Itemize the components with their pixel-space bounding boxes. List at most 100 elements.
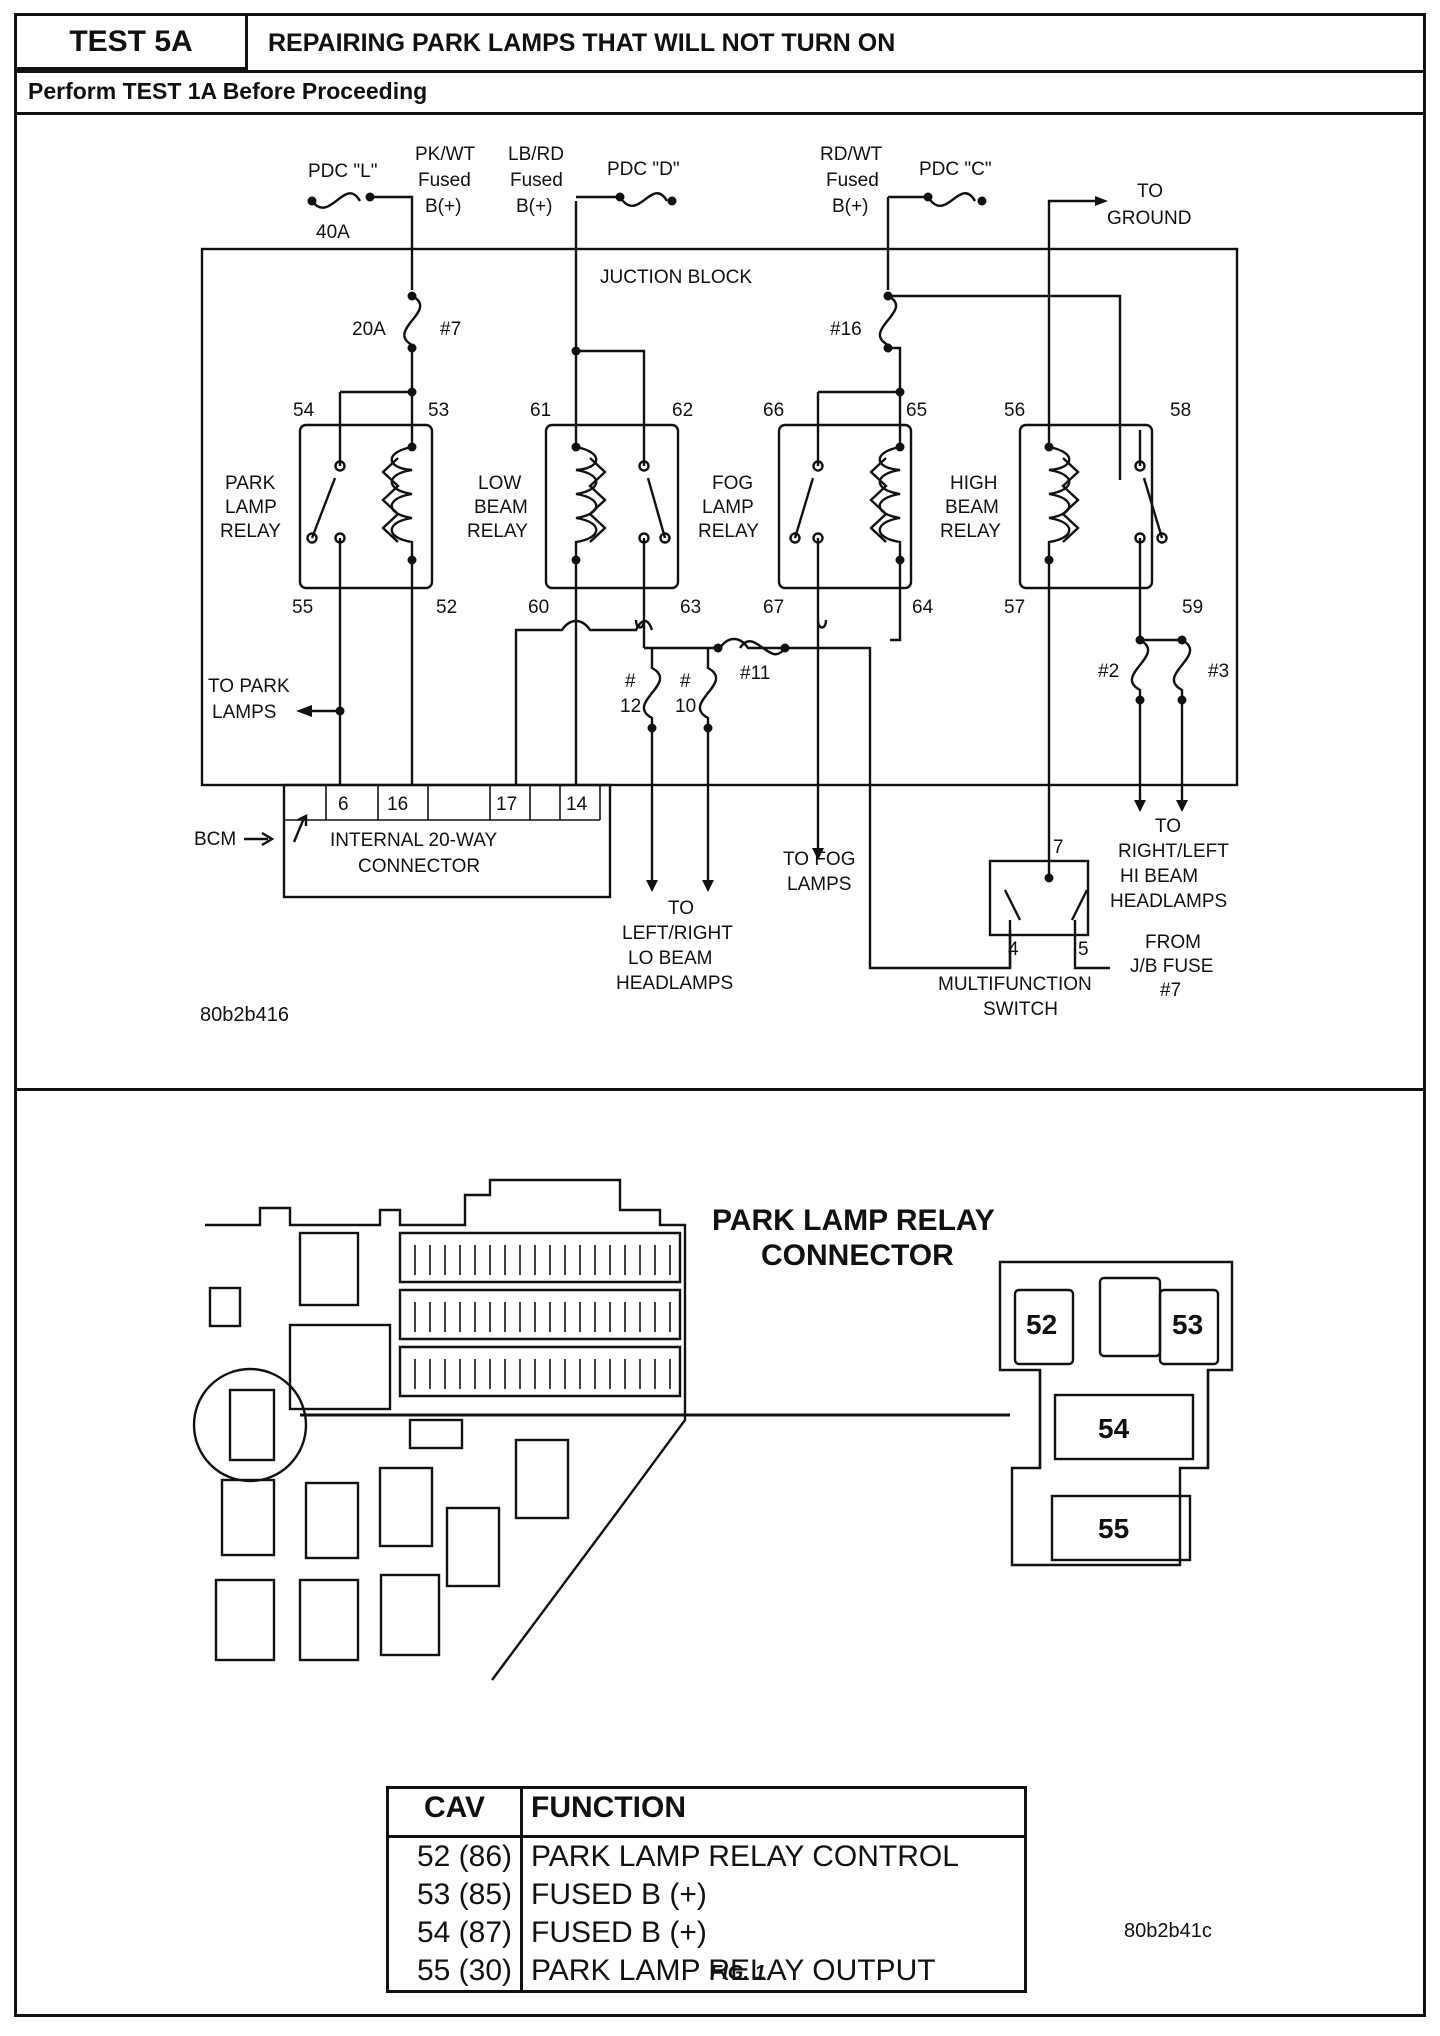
lb-rd-label: LB/RD [508, 144, 564, 165]
park-relay-label-3: RELAY [220, 521, 281, 542]
fuse-20a-label: 20A [352, 319, 386, 340]
connector-title-2: CONNECTOR [761, 1239, 954, 1272]
park-relay-contact-top [334, 460, 346, 472]
pk-wt-fused: Fused [418, 170, 471, 191]
fuse-10-terminal [703, 723, 713, 733]
park-relay-top-wires [338, 390, 414, 466]
pk-wt-wire [370, 195, 414, 290]
fog-relay-switch-pivot [789, 532, 801, 544]
connector-image-id: 80b2b41c [1124, 1920, 1212, 1942]
function-header: FUNCTION [521, 1787, 1026, 1838]
fuse-row-2-icon [414, 1302, 671, 1332]
pdc-l-label: PDC "L" [308, 161, 377, 182]
from-fuse-2: J/B FUSE [1130, 956, 1213, 977]
park-lamps-arrow-icon [296, 705, 312, 717]
low-relay-coil-top [571, 442, 581, 452]
switch-pin-7: 7 [1053, 837, 1064, 858]
table-row: 52 (86) PARK LAMP RELAY CONTROL [387, 1836, 1026, 1876]
ground-wire [1047, 199, 1095, 300]
fog-relay-label-1: FOG [712, 473, 753, 494]
relay-socket-icon [379, 1573, 441, 1657]
rd-wt-bplus: B(+) [832, 196, 868, 217]
high-relay-switch-pivot [1156, 532, 1168, 544]
hi-beam-arrow-icon [1134, 800, 1146, 812]
schematic-image-id: 80b2b416 [200, 1004, 289, 1026]
bcm-connector-label-1: INTERNAL 20-WAY [330, 830, 497, 851]
lo-beam-dest-4: HEADLAMPS [616, 973, 733, 994]
switch-label-1: MULTIFUNCTION [938, 974, 1092, 995]
pin-56: 56 [1004, 400, 1025, 421]
fog-relay-label-3: RELAY [698, 521, 759, 542]
pin-60: 60 [528, 597, 549, 618]
high-relay-coil-icon [1047, 445, 1071, 560]
park-relay-label-2: LAMP [225, 497, 277, 518]
to-ground-to: TO [1137, 181, 1163, 202]
hi-beam-arrow-icon-2 [1176, 800, 1188, 812]
cavity-54 [1053, 1393, 1195, 1461]
relay-socket-icon [514, 1438, 570, 1520]
fog-arrow-icon [812, 848, 824, 860]
relay-socket-icon [298, 1578, 360, 1662]
low-beam-relay-box [544, 423, 680, 590]
cavity-53 [1158, 1288, 1220, 1366]
lo-beam-arrow-icon [646, 880, 658, 892]
pin-67: 67 [763, 597, 784, 618]
hi-beam-dest-4: HEADLAMPS [1110, 891, 1227, 912]
table-row: 53 (85) FUSED B (+) [387, 1876, 1026, 1914]
bcm-connector-box [282, 783, 612, 899]
park-relay-label-1: PARK [225, 473, 276, 494]
fuse-12-label-a: # [625, 671, 636, 692]
from-fuse-1: FROM [1145, 932, 1201, 953]
low-relay-contact-top [638, 460, 650, 472]
relay-socket-icon [304, 1481, 360, 1560]
fuse-12-label-b: 12 [620, 696, 641, 717]
pin-57: 57 [1004, 597, 1025, 618]
function-cell: FUSED B (+) [531, 1878, 707, 1911]
to-ground-label: GROUND [1107, 208, 1191, 229]
pin-64: 64 [912, 597, 934, 618]
ground-arrow-icon [1095, 196, 1108, 206]
bcm-connector-label-2: CONNECTOR [358, 856, 480, 877]
low-relay-resistor-icon [588, 457, 607, 543]
rd-wt-label: RD/WT [820, 144, 883, 165]
test-id: TEST 5A [17, 16, 248, 70]
fog-dest-1: TO FOG [783, 849, 855, 870]
park-relay-switch-pivot [306, 532, 318, 544]
pin-66: 66 [763, 400, 784, 421]
junction-block-outline [200, 247, 1239, 787]
relay-socket-icon [378, 1466, 434, 1548]
fuse-10-label-a: # [680, 671, 691, 692]
cavity-55 [1050, 1494, 1192, 1562]
fuse-2-label: #2 [1098, 661, 1119, 682]
relay-socket-icon [220, 1478, 276, 1557]
bcm-pin-14: 14 [566, 794, 588, 815]
low-relay-label-3: RELAY [467, 521, 528, 542]
lo-beam-junction [713, 643, 723, 653]
bcm-pointer-icon [292, 814, 308, 843]
pdc-c-label: PDC "C" [919, 159, 992, 180]
fuse-2-terminal [1135, 695, 1145, 705]
pdc-d-label: PDC "D" [607, 159, 680, 180]
bcm-17-wire [514, 619, 654, 785]
cav-cell: 55 (30) [387, 1952, 523, 1992]
connector-face-inner [1038, 1370, 1210, 1468]
pin-52: 52 [436, 597, 457, 618]
cav-cell: 54 (87) [387, 1914, 523, 1952]
low-relay-label-1: LOW [478, 473, 521, 494]
pin-63: 63 [680, 597, 701, 618]
table-row: 54 (87) FUSED B (+) [387, 1914, 1026, 1952]
low-relay-switch-pivot [659, 532, 671, 544]
fog-relay-resistor-icon [869, 457, 888, 543]
test-title: REPAIRING PARK LAMPS THAT WILL NOT TURN … [268, 28, 896, 57]
pdc-d-fuse-icon [618, 192, 669, 207]
cavity-empty [1098, 1276, 1162, 1358]
fog-relay-top-wires [816, 390, 902, 466]
fuse-16-label: #16 [830, 319, 862, 340]
fuse-16-icon [878, 294, 898, 347]
rd-wt-fused: Fused [826, 170, 879, 191]
pdc-l-fuse-icon [311, 192, 362, 209]
lo-beam-dest-1: TO [668, 898, 694, 919]
fuse-3-icon [1172, 638, 1192, 800]
